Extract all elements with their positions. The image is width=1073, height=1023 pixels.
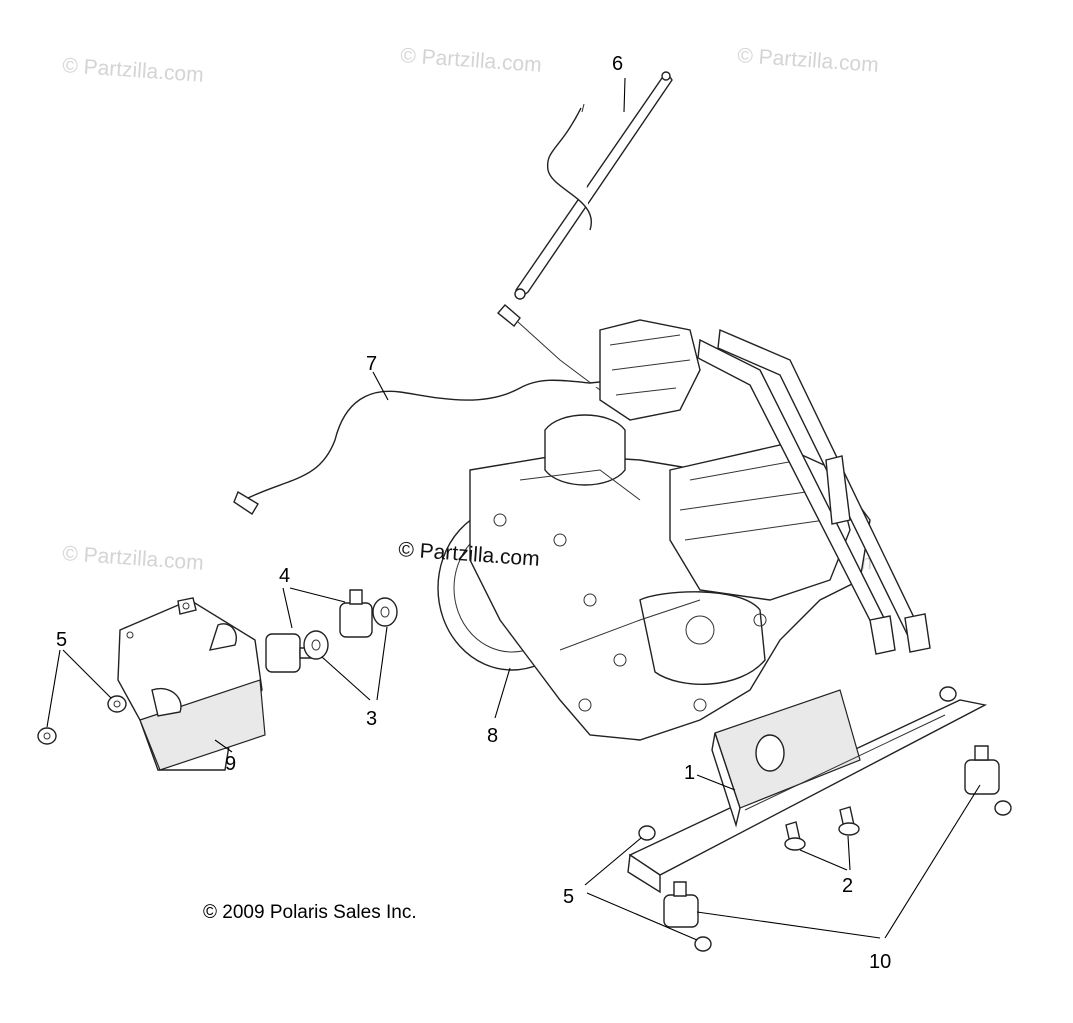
callout-5-left: 5 [56,629,67,651]
left-mount-bracket[interactable] [117,597,266,771]
callout-1: 1 [684,762,695,784]
engine-assembly[interactable] [437,319,931,741]
callout-2: 2 [842,875,853,897]
callout-8: 8 [487,725,498,747]
callout-5-bottom: 5 [563,886,574,908]
ground-cable[interactable] [496,71,673,391]
callout-10: 10 [869,951,891,973]
leader-lines [46,77,981,941]
watermark-top-center: © Partzilla.com [400,44,543,77]
nuts-bottom[interactable] [638,686,1012,952]
nuts-left[interactable] [37,695,127,745]
rubber-isolators-lower[interactable] [663,745,1000,928]
copyright-notice: © 2009 Polaris Sales Inc. [203,902,417,923]
watermark-top-left: © Partzilla.com [62,54,205,87]
callout-numbers: 6 7 4 3 5 8 9 1 2 5 10 [56,53,891,973]
callout-7: 7 [366,353,377,375]
watermark-mid-left: © Partzilla.com [62,542,205,575]
callout-3: 3 [366,708,377,730]
washers-upper[interactable] [303,597,398,660]
bolts[interactable] [784,806,860,851]
callout-9: 9 [225,753,236,775]
watermark-top-right: © Partzilla.com [737,44,880,77]
bottom-mount-plate[interactable] [627,689,988,894]
callout-4: 4 [279,565,290,587]
callout-6: 6 [612,53,623,75]
